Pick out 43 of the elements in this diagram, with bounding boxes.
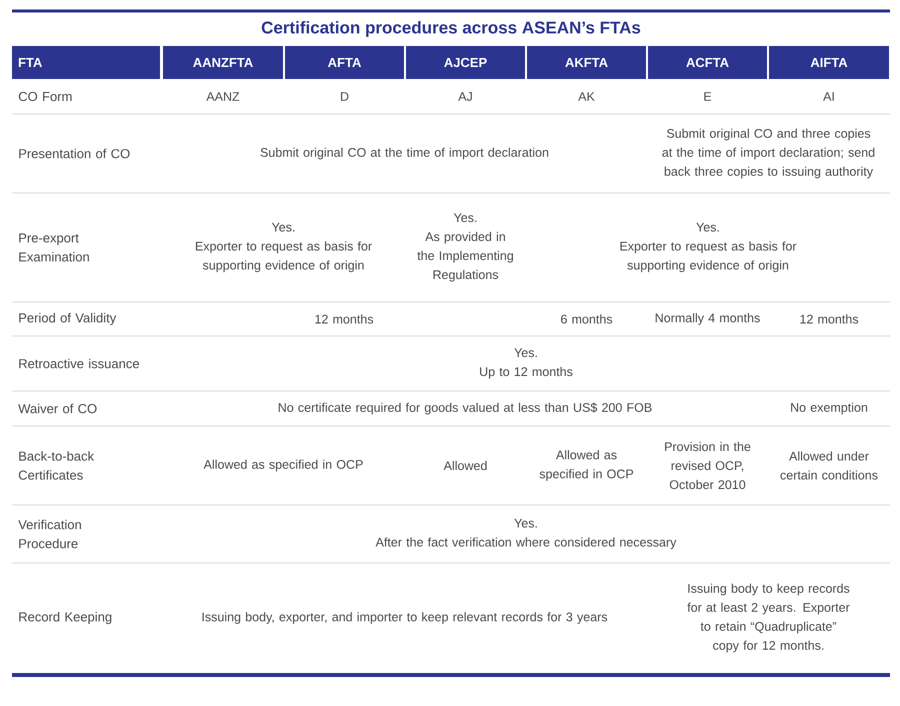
- row-header: Verification Procedure: [18, 520, 81, 548]
- table-cell: Provision in the revised OCP, October 2010: [665, 442, 750, 490]
- table-cell: Submit original CO and three copies at the time of import declaration; send back three copies to issuing authority: [662, 128, 874, 178]
- header-cell: AJCEP: [406, 46, 525, 79]
- header-cell: AANZFTA: [163, 46, 283, 79]
- table-cell: Allowed under certain conditions: [780, 451, 878, 480]
- table-cell: Issuing body, exporter, and importer to keep relevant records for 3 years: [202, 612, 608, 624]
- header-cell: AKFTA: [527, 46, 646, 79]
- row-header: Back-to-back Certificates: [18, 451, 94, 480]
- table-cell: Allowed as specified in OCP: [204, 460, 363, 472]
- header-cell: AFTA: [285, 46, 404, 79]
- table-cell: Issuing body to keep records for at least 2 years. Exporter to retain “Quadruplicate” copy for 12 months.: [687, 584, 850, 652]
- header-cell: FTA: [12, 46, 160, 79]
- table-cell: Yes. Up to 12 months: [480, 348, 572, 379]
- table-title: Certification procedures across ASEAN’s FTAs: [262, 21, 640, 37]
- table-cell: No certificate required for goods valued at less than US$ 200 FOB: [278, 402, 652, 414]
- table-cell: 6 months: [561, 314, 612, 324]
- row-header: CO Form: [18, 92, 72, 102]
- row-header: Period of Validity: [19, 312, 116, 326]
- table-cell: Allowed: [444, 460, 487, 470]
- table-cell: Yes. Exporter to request as basis for supporting evidence of origin: [196, 222, 372, 272]
- table-cell: Submit original CO at the time of import declaration: [260, 148, 548, 160]
- table-cell: Yes. Exporter to request as basis for supporting evidence of origin: [620, 222, 796, 272]
- table-cell: Yes. As provided in the Implementing Regulations: [417, 213, 513, 282]
- row-header: Retroactive issuance: [19, 358, 139, 368]
- row-header: Waiver of CO: [18, 404, 97, 414]
- table-cell: E: [704, 92, 712, 101]
- table-cell: Normally 4 months: [656, 313, 760, 325]
- row-header: Pre-export Examination: [19, 233, 89, 262]
- table-cell: AJ: [458, 92, 472, 101]
- header-cell: AIFTA: [769, 46, 889, 79]
- header-cell: ACFTA: [648, 46, 767, 79]
- table-cell: AK: [578, 92, 595, 101]
- table-cell: D: [341, 92, 348, 101]
- table-cell: 12 months: [800, 314, 858, 324]
- table-cell: AANZ: [206, 92, 240, 101]
- table-cell: Allowed as specified in OCP: [540, 450, 634, 481]
- table-cell: No exemption: [791, 402, 868, 414]
- row-header: Presentation of CO: [19, 148, 130, 158]
- table-cell: 12 months: [315, 314, 374, 324]
- table-cell: AI: [823, 92, 834, 101]
- table-cell: Yes. After the fact verification where considered necessary: [376, 518, 676, 550]
- row-header: Record Keeping: [19, 612, 112, 624]
